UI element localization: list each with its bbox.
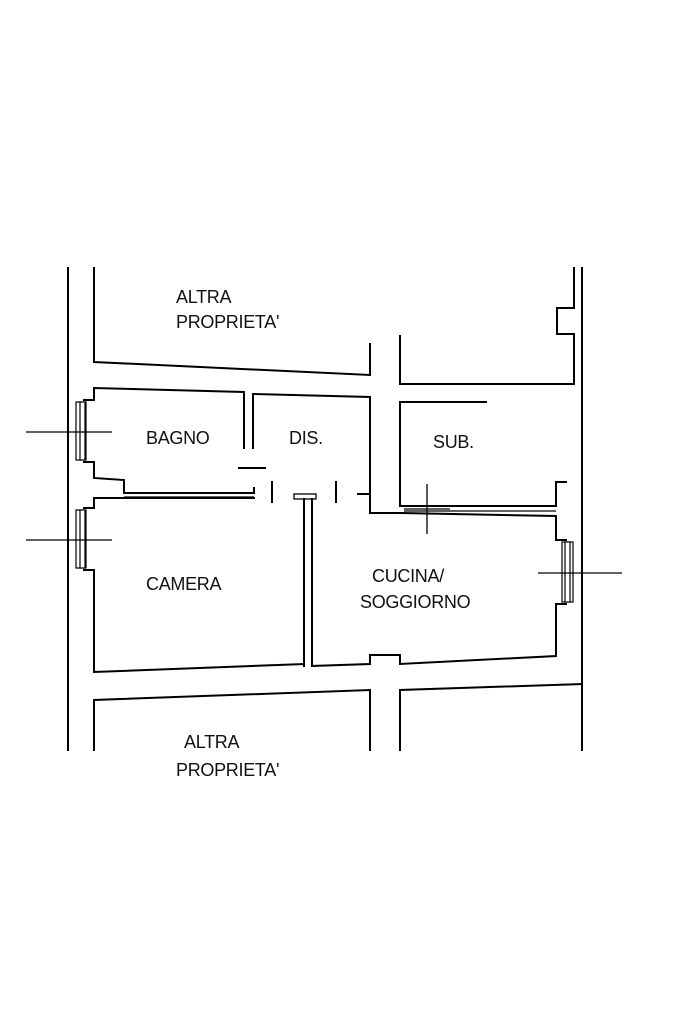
bedroom-window <box>26 509 112 569</box>
bottom-neighbor-walls <box>93 682 584 751</box>
kitchen-window <box>538 541 622 603</box>
top-neighbor-walls <box>93 267 575 385</box>
sub-label: SUB. <box>433 432 474 452</box>
top-neighbor-label-line1: ALTRA <box>176 287 231 307</box>
kitchen-label-line2: SOGGIORNO <box>360 592 471 612</box>
bottom-neighbor-label-line2: PROPRIETA' <box>176 760 279 780</box>
top-neighbor-label-line2: PROPRIETA' <box>176 312 279 332</box>
outer-boundary <box>67 267 583 751</box>
bathroom-label: BAGNO <box>146 428 210 448</box>
crosshair-marker <box>404 484 450 534</box>
kitchen-walls <box>310 511 567 668</box>
bedroom-label: CAMERA <box>146 574 222 594</box>
kitchen-label-line1: CUCINA/ <box>372 566 444 586</box>
bathroom-window <box>26 401 112 461</box>
bedroom-walls <box>83 497 313 674</box>
bottom-neighbor-label-line1: ALTRA <box>184 732 239 752</box>
sub-room-walls <box>399 401 567 512</box>
hallway-walls <box>238 392 403 514</box>
hallway-label: DIS. <box>289 428 323 448</box>
